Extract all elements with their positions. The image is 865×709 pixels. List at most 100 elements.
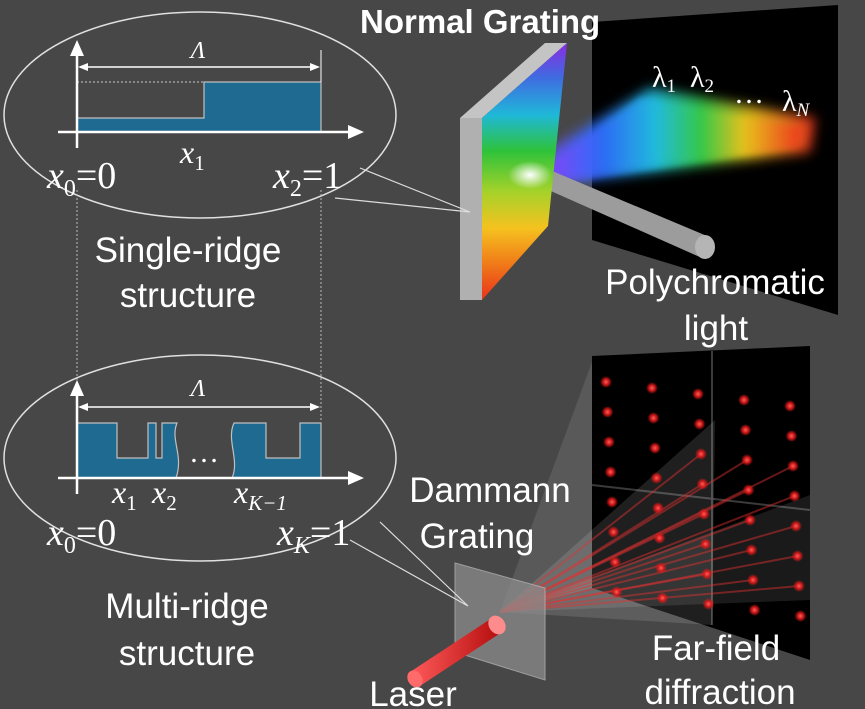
diffraction-spot [747,574,759,586]
diffraction-beam [499,525,797,613]
multi-ridge-title-line2: structure [119,634,255,673]
normal-grating-scene: Normal Grating λ1 λ2 … λN Polychromatic … [360,3,838,348]
single-x2-label: x2=1 [272,155,342,202]
polychromatic-rod [535,168,707,258]
diffraction-spot [610,586,623,598]
callout-tails [334,167,471,607]
dammann-cone-3 [500,495,810,612]
diffraction-spot [695,448,707,460]
single-ridge-title-line1: Single-ridge [95,231,282,270]
diffraction-spot [793,580,805,592]
diffraction-spot [699,538,712,550]
diffraction-spot [794,610,807,622]
lambda-dots: … [734,77,764,110]
multi-ridge-profile-left [76,422,180,479]
diffraction-spot [745,544,758,556]
diffraction-spot [652,502,664,514]
diffraction-spot [748,604,761,616]
single-ridge-profile [76,81,322,133]
normal-grating-edge-top [460,43,567,118]
diffraction-spot [741,454,753,466]
diffraction-spot [655,562,667,574]
diffraction-spot [656,592,669,604]
laser-rod [407,615,506,688]
multi-x2-label: x2 [151,474,177,515]
diffraction-spot [791,550,804,562]
diffraction-spots [600,376,807,622]
multi-ridge-callout: … Λ x1 x2 xK−1 x0=0 xK=1 Multi-ridge str… [3,354,397,673]
diffraction-spot [647,412,660,424]
multi-x0-label: x0=0 [46,512,116,559]
single-y-axis-arrow [70,40,84,56]
multi-xk-label: xK=1 [276,512,350,559]
diffraction-beam [499,555,798,613]
multi-ridge-ellipse [3,354,397,562]
lambda-1-label: λ1 [652,61,676,97]
normal-grating-title: Normal Grating [360,3,600,40]
single-ridge-title-line2: structure [120,276,256,315]
diffraction-spot [649,442,661,454]
single-callout-tail [334,167,471,213]
diffraction-spot [696,478,709,490]
single-period-arrowhead-right [310,63,320,71]
dammann-title-line2: Grating [420,517,535,556]
single-ridge-callout: Λ x0=0 x1 x2=1 Single-ridge structure [3,11,397,315]
multi-ridge-profile-right [230,422,322,479]
spectrum-core [540,98,800,184]
multi-ridge-title-line1: Multi-ridge [105,587,268,626]
polychromatic-rod-end [695,235,715,259]
multi-period-arrowhead-left [78,403,88,411]
screen-divider-h [591,484,811,511]
multi-period-arrowhead-right [310,403,320,411]
diffraction-spot [600,376,612,388]
diffraction-spot [701,568,713,580]
multi-callout-tail [349,521,469,607]
multi-xk1-label: xK−1 [233,474,287,515]
diffraction-spot [603,436,615,448]
diffraction-spot [693,418,706,430]
lambda-2-label: λ2 [690,61,714,97]
polychromatic-label-line2: light [684,309,748,348]
diffraction-beam [499,495,795,613]
far-field-label-line1: Far-field [652,629,780,668]
diffraction-spot [604,466,617,478]
diffraction-spot [788,490,801,502]
dammann-grating-scene: Dammann Grating Laser Far-field diffract… [369,346,811,709]
single-period-arrowhead-left [78,63,88,71]
multi-x1-label: x1 [111,474,137,515]
diffraction-spot [607,526,620,538]
diffraction-spot [606,496,618,508]
diffraction-spot [784,400,796,412]
diffraction-spot [742,484,755,496]
multi-period-label: Λ [189,376,206,402]
dammann-cone [500,362,592,612]
diffraction-beam [499,585,800,613]
multi-x-axis-arrow [348,471,364,485]
diffraction-spot [739,424,752,436]
diffraction-spot [738,394,750,406]
multi-ridge-dots: … [189,436,219,469]
diffraction-spot [601,406,614,418]
normal-grating-edge [460,118,482,300]
dammann-title-line1: Dammann [409,471,570,510]
diffraction-spot [698,508,710,520]
diffraction-spot [785,430,798,442]
single-period-label: Λ [189,38,206,64]
diffraction-spot [702,598,715,610]
far-field-label-line2: diffraction [644,673,795,709]
single-x1-label: x1 [179,134,205,175]
grating-hotspot [508,161,552,189]
laser-label: Laser [369,675,457,709]
diffraction-spot [653,532,666,544]
diffraction-spot [646,382,658,394]
diffraction-spot [787,460,799,472]
single-x-axis-arrow [348,125,364,139]
lambda-n-label: λN [782,85,811,121]
diffraction-spot [609,556,621,568]
single-x0-label: x0=0 [46,155,116,202]
diffraction-spot [790,520,802,532]
diffraction-spot [650,472,663,484]
diffraction-spot [744,514,756,526]
multi-y-axis-arrow [70,380,84,396]
